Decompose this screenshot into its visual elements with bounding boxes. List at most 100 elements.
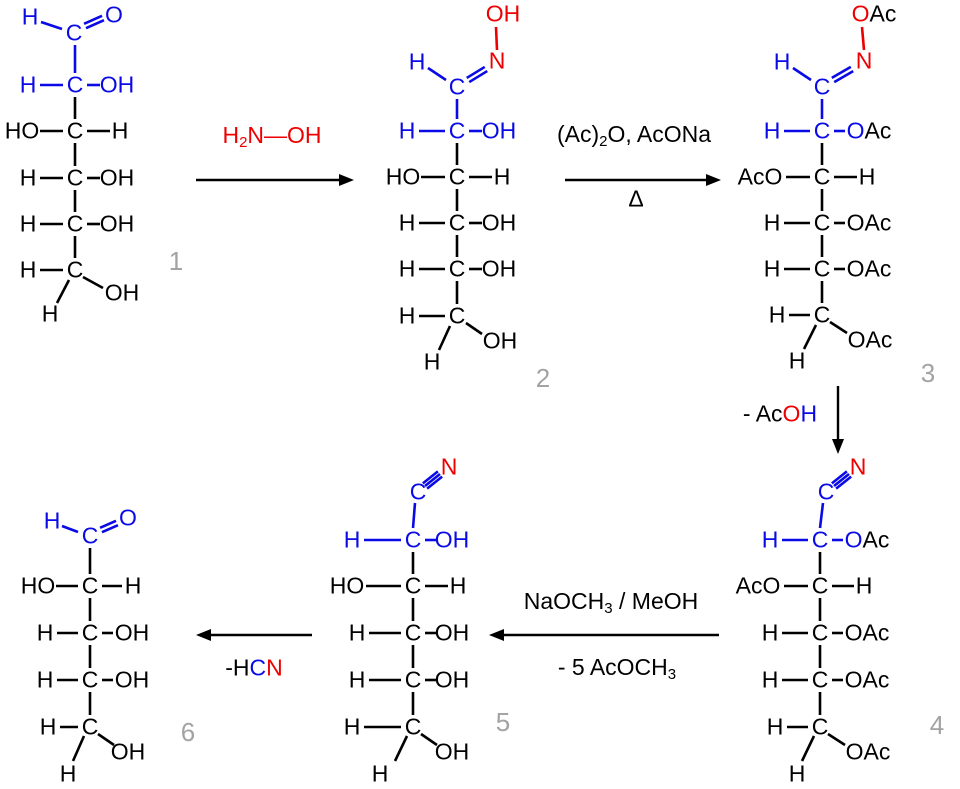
structure-5-atom-C-text: C — [404, 526, 422, 553]
structure-1-atom-OH-text: OH — [99, 210, 135, 237]
structure-5-atom-C: C — [410, 480, 427, 504]
triple-bond — [426, 475, 443, 490]
structure-6-atom-O-text: O — [119, 504, 137, 531]
structure-4-atom-N-text: N — [849, 453, 867, 480]
structure-4-atom-OAc-text: OAc — [844, 666, 890, 693]
structure-2-atom-OH-text: OH — [485, 0, 521, 27]
structure-3-atom-C-text: C — [813, 255, 831, 282]
single-bond — [792, 66, 812, 82]
structure-5-atom-OH: OH — [435, 621, 470, 645]
structure-6-atom-H: H — [37, 668, 54, 692]
structure-2-atom-C-text: C — [448, 302, 466, 329]
structure-4-atom-OAc-text: OAc — [845, 738, 891, 765]
byproduct-acoch3-text: 3 — [667, 666, 677, 684]
structure-number-4-text: 4 — [929, 710, 945, 740]
structure-6-atom-H-text: H — [124, 572, 142, 599]
structure-3-atom-H: H — [764, 211, 781, 235]
structure-4-atom-OAc: OAc — [845, 738, 891, 765]
structure-2-atom-OH: OH — [482, 327, 518, 354]
delta-heat: Δ — [628, 187, 643, 211]
reagent-hydroxylamine-text: N — [247, 121, 265, 148]
structure-3-atom-OAc: OAc — [852, 2, 897, 26]
reagent-acetic-anhydride-text: (Ac) — [556, 120, 600, 147]
structure-6-atom-C: C — [81, 522, 99, 549]
structure-2-atom-OH-text: OH — [481, 117, 517, 144]
structure-2-atom-HO-text: HO — [385, 163, 421, 190]
structure-1-atom-C-text: C — [66, 117, 84, 144]
byproduct-acoh: - AcOH — [743, 400, 817, 427]
single-bond — [465, 321, 483, 336]
structure-4-atom-N: N — [849, 453, 867, 480]
triple-bond — [422, 470, 439, 485]
structure-5-atom-C: C — [405, 574, 422, 598]
structure-1-atom-H-text: H — [41, 300, 59, 327]
structure-4-atom-OAc: OAc — [844, 526, 890, 553]
structure-6-atom-HO: HO — [21, 574, 56, 598]
structure-6-atom-OH: OH — [111, 740, 146, 764]
single-bond — [437, 325, 452, 351]
structure-3-atom-C: C — [814, 165, 831, 189]
structure-3-atom-H: H — [859, 165, 876, 189]
structure-5-atom-H: H — [372, 762, 389, 786]
structure-4-atom-C: C — [812, 528, 829, 552]
structure-4-atom-C-text: C — [811, 619, 829, 646]
structure-2-atom-H-text: H — [398, 209, 416, 236]
structure-5-atom-OH-text: OH — [434, 738, 470, 765]
structure-4-atom-C: C — [812, 574, 829, 598]
structure-number-2-text: 2 — [535, 363, 551, 393]
byproduct-acoh-text: O — [782, 400, 801, 427]
structure-2-atom-C: C — [449, 75, 466, 99]
structure-5-atom-C-text: C — [404, 619, 422, 646]
single-bond — [61, 524, 79, 534]
structure-3-atom-H: H — [763, 255, 781, 282]
structure-4-atom-OAc-text: O — [844, 526, 863, 553]
byproduct-hcn-text: -H — [225, 654, 250, 681]
structure-5-atom-H-text: H — [348, 619, 366, 646]
double-bond — [831, 65, 852, 80]
single-bond — [420, 732, 438, 747]
structure-2-atom-OH: OH — [481, 209, 517, 236]
structure-3-atom-H-text: H — [763, 255, 781, 282]
structure-4-atom-H: H — [789, 762, 806, 786]
structure-3-atom-N-text: N — [855, 47, 873, 74]
structure-3-atom-AcO: AcO — [738, 165, 783, 189]
triple-bond — [835, 475, 852, 490]
byproduct-acoch3: - 5 AcOCH3 — [558, 655, 677, 684]
structure-6-atom-C-text: C — [81, 522, 99, 549]
structure-2-atom-H-text: H — [398, 255, 416, 282]
structure-2-atom-OH-text: OH — [481, 255, 517, 282]
structure-4-atom-H-text: H — [766, 713, 784, 740]
structure-2-atom-C-text: C — [448, 163, 466, 190]
structure-2-atom-H: H — [424, 350, 441, 374]
structure-6-atom-C: C — [82, 574, 99, 598]
reagent-acetic-anhydride: (Ac)2O, AcONa — [556, 120, 711, 151]
structure-5-atom-C-text: C — [404, 666, 422, 693]
structure-5-atom-OH-text: OH — [434, 666, 470, 693]
structure-1-atom-C: C — [67, 212, 84, 236]
structure-5-atom-H: H — [348, 666, 366, 693]
structure-3-atom-OAc-text: O — [846, 117, 865, 144]
structure-6-atom-OH: OH — [114, 666, 150, 693]
reaction-arrow-head-3 — [832, 439, 844, 454]
structure-5-atom-C: C — [404, 619, 422, 646]
structure-6-atom-H: H — [60, 762, 77, 786]
structure-2-atom-HO: HO — [385, 163, 421, 190]
structure-2-atom-OH-text: OH — [482, 327, 518, 354]
structure-2-atom-C-text: C — [448, 117, 466, 144]
structure-4-atom-C: C — [812, 715, 829, 739]
structure-1-atom-HO: HO — [4, 117, 40, 144]
structure-6-atom-H: H — [124, 572, 142, 599]
structure-2-atom-OH-text: OH — [481, 209, 517, 236]
structure-1-atom-HO-text: HO — [4, 117, 40, 144]
structure-6-atom-OH-text: OH — [114, 666, 150, 693]
structure-3-atom-C-text: C — [813, 117, 831, 144]
structure-5-atom-N-text: N — [440, 453, 458, 480]
single-bond — [802, 324, 818, 350]
structure-1-atom-OH-text: OH — [99, 164, 135, 191]
structure-3-atom-OAc: OAc — [848, 328, 893, 352]
reagent-acetic-anhydride-text: 2 — [599, 133, 608, 151]
structure-4-atom-C-text: C — [817, 478, 835, 505]
structure-5-atom-H-text: H — [348, 666, 366, 693]
